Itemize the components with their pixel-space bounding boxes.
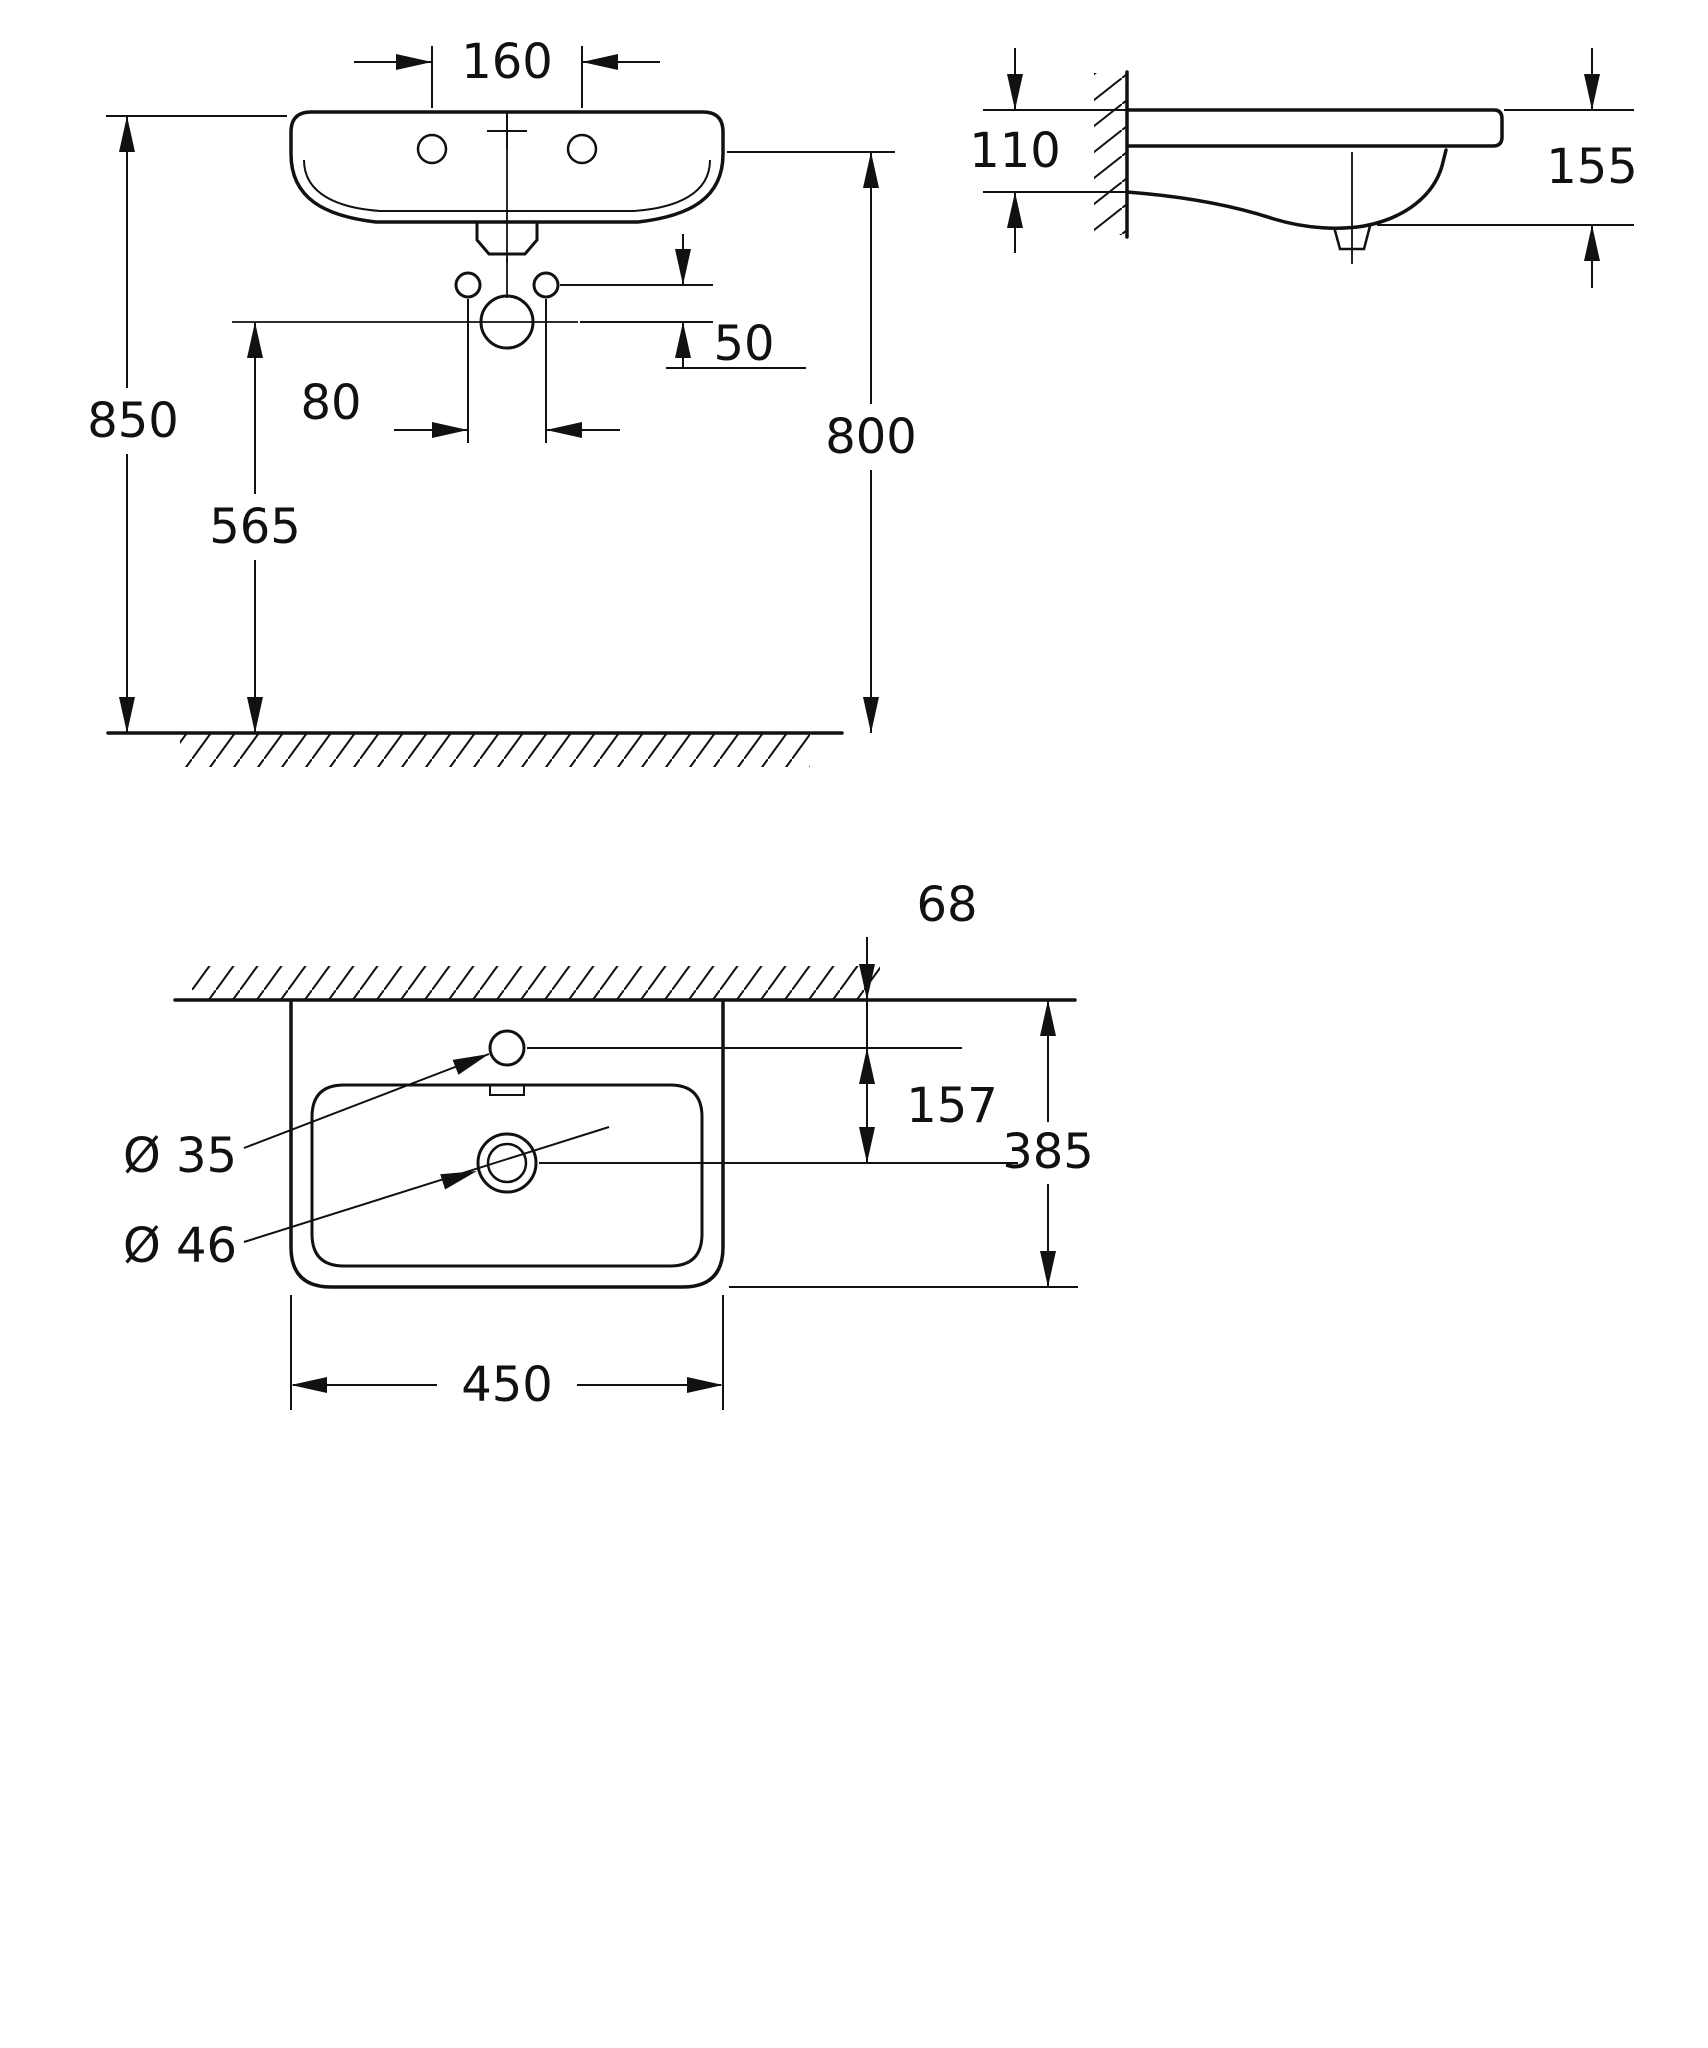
callout-dia-35: Ø 35 xyxy=(123,1046,492,1184)
arrowhead xyxy=(859,1048,875,1084)
dimension-565: 565 xyxy=(209,322,301,733)
dim-450-label: 450 xyxy=(461,1357,553,1413)
basin-outline-top xyxy=(289,998,725,1289)
rim-profile xyxy=(1125,108,1504,148)
arrowhead xyxy=(396,54,432,70)
arrowhead xyxy=(675,249,691,285)
drain-inner-circle xyxy=(486,1142,528,1184)
arrowhead xyxy=(1007,192,1023,228)
leader-line xyxy=(243,1126,610,1243)
arrowhead xyxy=(1584,74,1600,110)
dimension-450: 450 xyxy=(290,1295,724,1413)
arrowhead xyxy=(582,54,618,70)
left-tap-hole-front xyxy=(416,133,448,165)
arrowhead xyxy=(687,1377,723,1393)
dim-850-label: 850 xyxy=(87,393,179,449)
callout-dia-46: Ø 46 xyxy=(123,1126,610,1274)
dimension-68-157: 68 157 xyxy=(859,877,998,1163)
arrowhead xyxy=(119,116,135,152)
arrowhead xyxy=(1007,74,1023,110)
arrowhead xyxy=(1040,1251,1056,1287)
dim-800-label: 800 xyxy=(825,409,917,465)
arrowhead xyxy=(440,1163,480,1190)
dimension-800: 800 xyxy=(727,151,917,733)
right-mounting-hole xyxy=(532,271,560,299)
dim-110-label: 110 xyxy=(969,123,1061,179)
wall-hatching-top xyxy=(192,966,880,999)
bowl-profile xyxy=(1125,148,1448,230)
dim-155-label: 155 xyxy=(1546,139,1638,195)
arrowhead xyxy=(675,322,691,358)
wall-hatching-side xyxy=(1094,73,1127,235)
dim-565-label: 565 xyxy=(209,499,301,555)
arrowhead xyxy=(863,697,879,733)
dim-160-label: 160 xyxy=(461,34,553,90)
tap-hole-top xyxy=(488,1029,526,1067)
arrowhead xyxy=(432,422,468,438)
arrowhead xyxy=(291,1377,327,1393)
drain-outer-circle xyxy=(476,1132,538,1194)
dimension-50: 50 xyxy=(560,234,806,372)
front-view: 160 850 800 565 xyxy=(87,34,917,767)
top-view: 68 157 385 450 Ø 35 xyxy=(123,877,1094,1413)
dim-80-label: 80 xyxy=(300,375,361,431)
arrowhead xyxy=(1584,225,1600,261)
side-view: 110 155 xyxy=(969,48,1638,288)
dia-46-label: Ø 46 xyxy=(123,1218,237,1274)
arrowhead xyxy=(119,697,135,733)
arrowhead xyxy=(859,1127,875,1163)
dimension-110: 110 xyxy=(969,48,1129,253)
dim-68-label: 68 xyxy=(916,877,977,933)
leader-line xyxy=(243,1053,490,1149)
dimension-850: 850 xyxy=(87,115,287,733)
dimension-80: 80 xyxy=(300,299,620,443)
arrowhead xyxy=(1040,1000,1056,1036)
right-tap-hole-front xyxy=(566,133,598,165)
dia-35-label: Ø 35 xyxy=(123,1128,237,1184)
arrowhead xyxy=(546,422,582,438)
arrowhead xyxy=(247,697,263,733)
basin-inner-rim-top xyxy=(310,1083,704,1268)
dimension-160: 160 xyxy=(354,34,660,108)
basin-outline-front xyxy=(289,110,725,224)
dim-157-label: 157 xyxy=(906,1078,998,1134)
left-mounting-hole xyxy=(454,271,482,299)
arrowhead xyxy=(247,322,263,358)
arrowhead xyxy=(863,152,879,188)
floor-hatching xyxy=(180,734,810,767)
dimension-385: 385 xyxy=(729,1000,1094,1288)
drain-fitting-side xyxy=(1332,225,1372,251)
dim-50-label: 50 xyxy=(713,316,774,372)
drain-outlet-front xyxy=(475,222,539,256)
dimension-155: 155 xyxy=(1377,48,1638,288)
arrowhead xyxy=(452,1046,492,1075)
overflow-slot xyxy=(489,1085,525,1096)
dim-385-label: 385 xyxy=(1002,1124,1094,1180)
